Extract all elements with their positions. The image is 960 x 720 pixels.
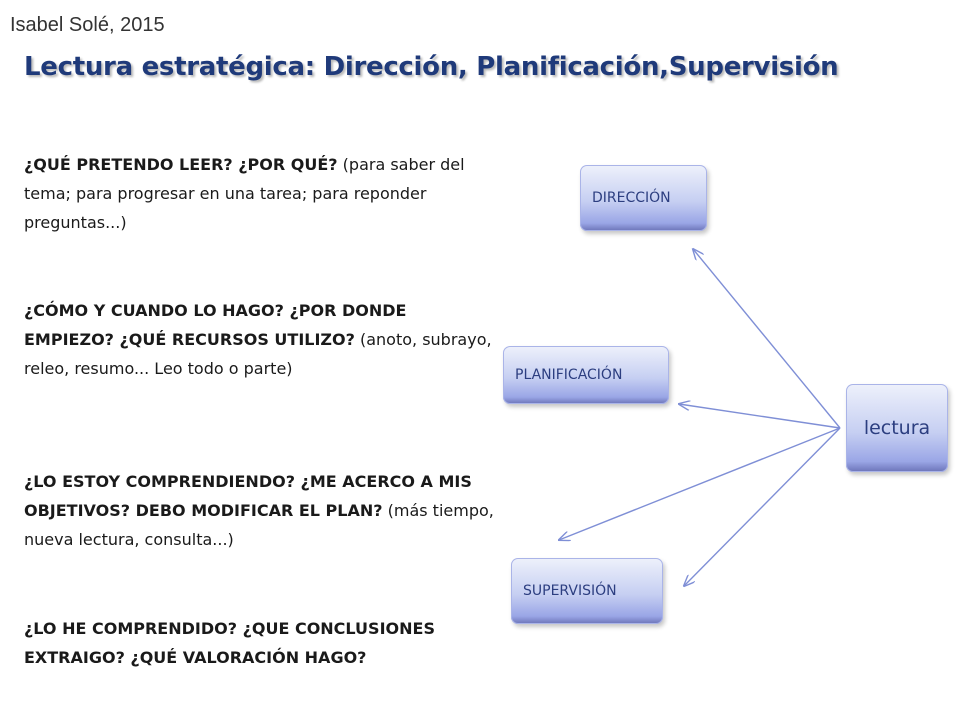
question-planificacion: ¿CÓMO Y CUANDO LO HAGO? ¿POR DONDE EMPIE… [24, 296, 494, 383]
question-supervision: ¿LO ESTOY COMPRENDIENDO? ¿ME ACERCO A MI… [24, 467, 494, 554]
question-evaluacion: ¿LO HE COMPRENDIDO? ¿QUE CONCLUSIONES EX… [24, 614, 494, 672]
author-credit: Isabel Solé, 2015 [10, 14, 165, 36]
node-planificacion: PLANIFICACIÓN [503, 346, 669, 404]
question-evaluacion-bold: ¿LO HE COMPRENDIDO? ¿QUE CONCLUSIONES EX… [24, 619, 435, 667]
question-direccion-bold: ¿QUÉ PRETENDO LEER? ¿POR QUÉ? [24, 155, 338, 174]
node-supervision: SUPERVISIÓN [511, 558, 663, 624]
question-supervision-detail: (más tiempo, nueva lectura, consulta...) [24, 501, 494, 549]
node-direccion: DIRECCIÓN [580, 165, 707, 231]
node-lectura: lectura [846, 384, 948, 472]
question-supervision-bold: ¿LO ESTOY COMPRENDIENDO? ¿ME ACERCO A MI… [24, 472, 472, 520]
question-direccion: ¿QUÉ PRETENDO LEER? ¿POR QUÉ? (para sabe… [24, 150, 494, 237]
arrow-to-supervision [684, 427, 841, 586]
question-planificacion-detail: (anoto, subrayo, releo, resumo... Leo to… [24, 330, 492, 378]
arrow-to-direccion [693, 249, 841, 429]
arrow-to-left [559, 427, 841, 540]
question-direccion-detail: (para saber del tema; para progresar en … [24, 155, 465, 232]
page-title: Lectura estratégica: Dirección, Planific… [24, 52, 839, 82]
question-planificacion-bold: ¿CÓMO Y CUANDO LO HAGO? ¿POR DONDE EMPIE… [24, 301, 407, 349]
arrow-to-planificacion [679, 404, 841, 429]
